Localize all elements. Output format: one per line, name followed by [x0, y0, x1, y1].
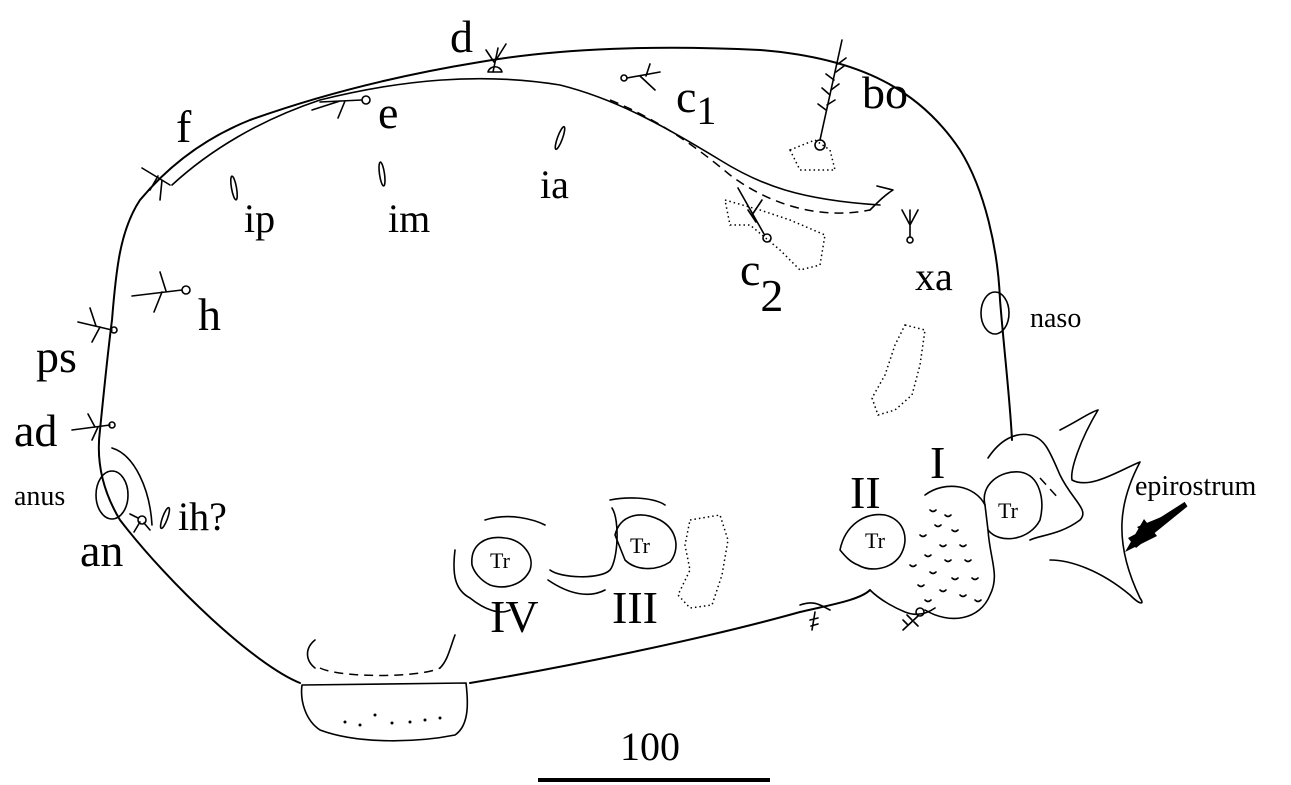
coxa-IV: [453, 515, 606, 613]
ventral-ridge-II: [799, 602, 831, 611]
label-naso: naso: [1030, 303, 1081, 334]
seta-f: [141, 167, 171, 201]
ventral-plate: [300, 682, 469, 742]
label-e: e: [378, 87, 398, 138]
ventral-plate-dots: [343, 713, 442, 727]
label-tr-II: Tr: [865, 528, 886, 553]
trochanter-II: [839, 513, 906, 570]
label-c2-sub: 2: [760, 270, 783, 321]
epirostrum-dash: [1039, 477, 1061, 501]
gnathosoma: [987, 433, 1084, 541]
anus-opening: [95, 470, 129, 520]
label-c1: c1: [676, 71, 716, 133]
ventral-plate-arc: [306, 634, 456, 669]
label-xa: xa: [915, 254, 953, 299]
seta-h: [131, 271, 191, 313]
notogaster-line: [171, 77, 881, 206]
seta-d: [485, 43, 507, 73]
coxa-III: [549, 497, 666, 578]
label-c1-main: c: [676, 71, 696, 122]
notogaster-dash: [609, 99, 871, 214]
ventral-small-seta: [809, 611, 819, 631]
label-ih: ih?: [178, 494, 227, 539]
dotted-region-III: [677, 514, 729, 609]
lyrifissure-ia: [554, 125, 566, 151]
prodorsal-tip: [869, 185, 894, 211]
lyrifissure-ip: [229, 175, 239, 201]
label-c2: c2: [740, 244, 783, 321]
trochanter-IV: [471, 536, 532, 588]
epirostrum-arrow-shaft: [1148, 501, 1188, 530]
label-ad: ad: [14, 405, 57, 456]
seta-ps: [77, 307, 118, 343]
label-leg-III: III: [612, 582, 658, 633]
label-leg-II: II: [850, 467, 881, 518]
trochanter-III: [614, 514, 677, 570]
label-tr-I: Tr: [998, 498, 1019, 523]
label-anus: anus: [14, 481, 65, 512]
lyrifissure-ih: [159, 506, 171, 530]
scale-bar-label: 100: [620, 724, 680, 769]
seta-bo: [788, 39, 847, 171]
label-leg-I: I: [930, 437, 945, 488]
trochanter-I: [983, 471, 1043, 540]
label-d: d: [450, 11, 473, 62]
seta-c2: [724, 187, 826, 271]
label-h: h: [198, 289, 221, 340]
seta-c1: [620, 63, 661, 91]
label-ps: ps: [36, 331, 77, 382]
seta-ad: [71, 413, 116, 441]
coxa-II-lower: [869, 589, 936, 616]
epirostrum-arrow-head: [1125, 519, 1157, 552]
ventral-plate-dash: [319, 667, 441, 677]
label-c1-sub: 1: [696, 88, 716, 133]
label-leg-IV: IV: [490, 591, 539, 642]
label-epirostrum: epirostrum: [1135, 471, 1257, 502]
label-c2-main: c: [740, 244, 760, 295]
seta-e: [311, 95, 371, 119]
label-bo: bo: [862, 67, 908, 118]
body-outline: [97, 46, 1013, 684]
coxal-granules: [909, 509, 982, 603]
label-ia: ia: [540, 162, 569, 207]
body-outline-ventral: [469, 589, 871, 684]
coxa-I: [924, 485, 996, 620]
label-tr-IV: Tr: [490, 548, 511, 573]
lyrifissure-im: [378, 161, 386, 187]
label-tr-III: Tr: [630, 533, 651, 558]
label-an: an: [80, 525, 123, 576]
label-ip: ip: [244, 196, 275, 241]
epirostrum-shape: [1049, 409, 1143, 604]
label-im: im: [388, 196, 430, 241]
anal-plate: [111, 447, 153, 526]
label-f: f: [176, 101, 192, 152]
seta-xa: [901, 209, 919, 244]
naso-organ: [980, 291, 1010, 335]
dotted-region: [871, 324, 926, 416]
leg-II-seta: [902, 607, 925, 631]
seta-an: [129, 513, 151, 533]
